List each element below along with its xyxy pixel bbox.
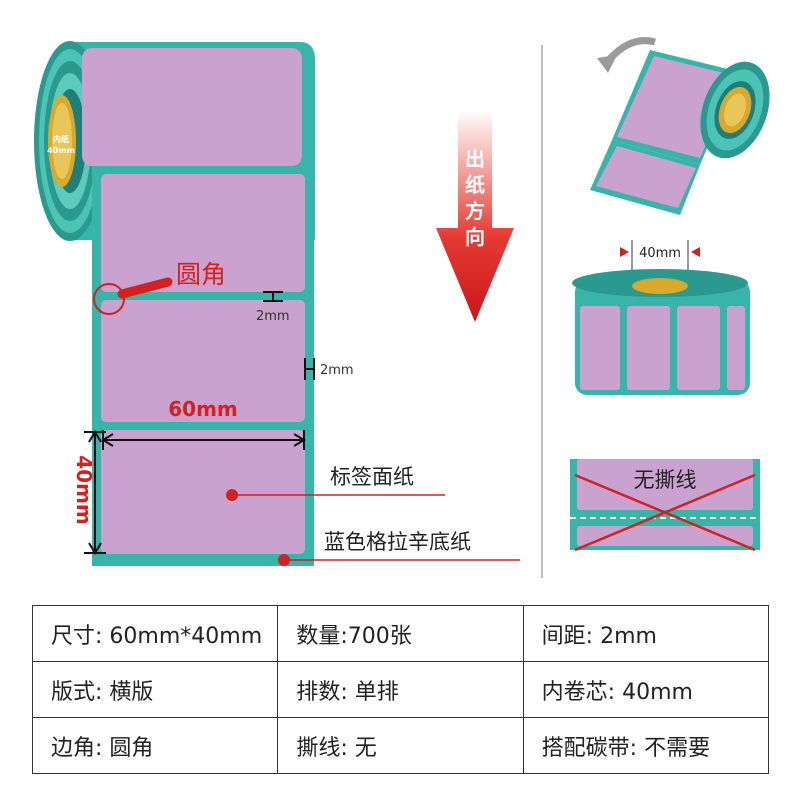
roll-label [82,48,302,166]
height-label: 40mm [72,455,96,525]
spec-label: 尺寸: [51,623,103,649]
spec-label: 排数: [296,679,348,705]
spec-value: 单排 [354,679,399,705]
corner-circle [93,283,125,315]
spec-cell-spacing: 间距: 2mm [522,605,770,662]
label-1 [101,174,305,292]
spec-cell-layout: 版式: 横版 [31,661,279,718]
spec-label: 边角: [51,735,103,761]
spec-cell-corner: 边角: 圆角 [31,717,279,774]
core-width-label: 40mm [639,246,681,261]
spec-label: 搭配碳带: [541,735,638,761]
paper-direction-arrow: 出 纸 方 向 [436,110,514,322]
no-tear-line-label: 无撕线 [634,468,697,492]
spec-value: 无 [354,735,377,761]
face-paper-callout: 标签面纸 [226,465,445,501]
spec-cell-core: 内卷芯: 40mm [522,661,770,718]
spec-label: 撕线: [296,735,348,761]
direction-char-1: 出 [465,147,485,171]
no-tear-line-diagram: 无撕线 [570,459,760,552]
small-roll [590,37,770,215]
spec-value: 40mm [622,679,693,705]
spec-label: 数量: [296,623,348,649]
rounded-corner-label: 圆角 [176,260,226,289]
height-dimension: 40mm [72,430,106,555]
direction-char-3: 方 [465,199,485,223]
spec-label: 内卷芯: [541,679,616,705]
label-2 [101,300,305,422]
width-label: 60mm [168,397,238,421]
spec-table: 尺寸: 60mm*40mm 数量:700张 间距: 2mm 版式: 横版 排数:… [31,605,770,774]
direction-char-4: 向 [465,225,485,249]
spec-value: 圆角 [109,735,154,761]
spec-cell-tear-line: 撕线: 无 [277,717,524,774]
rounded-corner-callout: 圆角 [93,260,226,315]
spec-value: 60mm*40mm [109,623,263,649]
spec-row: 边角: 圆角 撕线: 无 搭配碳带: 不需要 [31,717,770,774]
spec-cell-ribbon: 搭配碳带: 不需要 [522,717,770,774]
backing-paper-callout: 蓝色格拉辛底纸 [278,530,520,566]
spec-value: 不需要 [644,735,711,761]
gap-marker-side: 2mm [304,358,354,380]
spec-value: 横版 [109,679,154,705]
spec-cell-quantity: 数量:700张 [277,605,524,662]
label-strip [92,166,314,566]
direction-arrow-shape [436,110,514,322]
gap-top-label: 2mm [256,309,290,324]
spec-cell-rows: 排数: 单排 [277,661,524,718]
width-dimension: 60mm [101,397,306,450]
spec-label: 版式: [51,679,103,705]
spec-label: 间距: [541,623,594,649]
product-diagram: 内纸 40mm 圆角 2mm 2mm 60mm [34,37,770,578]
spec-row: 尺寸: 60mm*40mm 数量:700张 间距: 2mm [31,605,770,662]
face-paper-label: 标签面纸 [330,465,414,489]
label-3 [101,430,305,554]
core-label-line2: 40mm [47,146,75,155]
gap-side-label: 2mm [320,363,354,378]
spec-cell-size: 尺寸: 60mm*40mm [31,605,279,662]
direction-char-2: 纸 [465,173,485,197]
core-width-diagram: 40mm [572,240,750,395]
backing-paper-label: 蓝色格拉辛底纸 [324,530,471,554]
cross-line-2 [574,473,756,552]
spec-row: 版式: 横版 排数: 单排 内卷芯: 40mm [31,661,770,718]
spec-value: 700张 [347,623,412,649]
core-label-line1: 内纸 [53,134,69,144]
spec-value: 2mm [600,623,657,649]
gap-marker-top: 2mm [256,291,290,324]
